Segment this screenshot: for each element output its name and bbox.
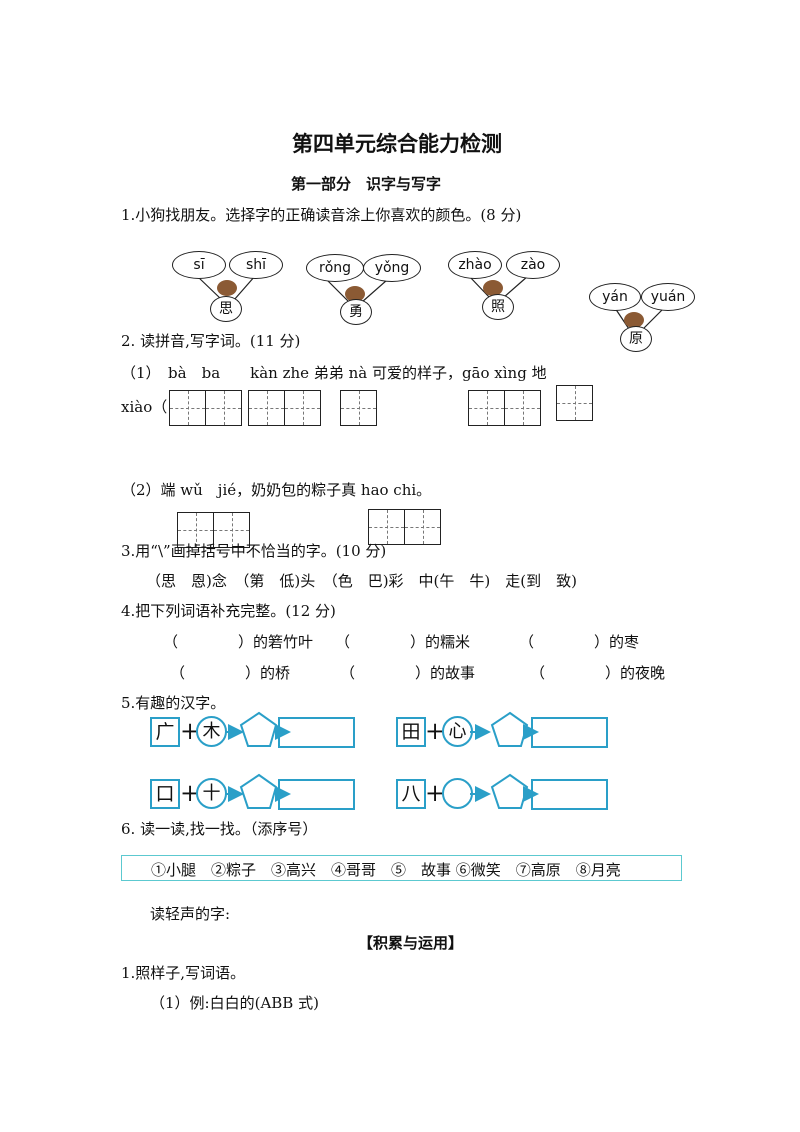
q5-char-circle[interactable] xyxy=(442,778,473,809)
page-title: 第四单元综合能力检测 xyxy=(292,132,502,156)
part-heading: 第一部分 识字与写字 xyxy=(291,175,442,193)
q4-blank[interactable]: （ ）的糯米 xyxy=(335,633,471,651)
q4-text: 4.把下列词语补充完整。(12 分) xyxy=(121,602,336,620)
q1-char: 原 xyxy=(620,326,652,352)
q3-options: （思 恩)念 （第 低)头 （色 巴)彩 中(午 牛) 走(到 致) xyxy=(146,572,577,590)
q5-answer-box[interactable] xyxy=(531,779,608,810)
plus-sign: + xyxy=(180,717,201,745)
plus-sign: + xyxy=(425,779,446,807)
q5-char-box: 田 xyxy=(396,717,426,747)
q4-blank[interactable]: （ ）的枣 xyxy=(519,633,640,651)
q5-char-circle: 十 xyxy=(196,778,227,809)
q5-answer-box[interactable] xyxy=(531,717,608,748)
writing-grid[interactable] xyxy=(556,385,593,421)
writing-grid[interactable] xyxy=(468,390,541,426)
writing-grid[interactable] xyxy=(368,509,441,545)
q6-prompt: 读轻声的字: xyxy=(150,905,231,923)
writing-grid[interactable] xyxy=(340,390,377,426)
q5-char-circle: 心 xyxy=(442,716,473,747)
q1-pinyin-option[interactable]: yuán xyxy=(641,283,695,311)
q5-char-box: 口 xyxy=(150,779,180,809)
q3-text: 3.用“\”画掉括号中不恰当的字。(10 分) xyxy=(121,542,387,560)
q5-char-circle: 木 xyxy=(196,716,227,747)
q1-pinyin-option[interactable]: rǒng xyxy=(306,254,364,282)
q1-pinyin-option[interactable]: yǒng xyxy=(363,254,421,282)
q4-blank[interactable]: （ ）的夜晚 xyxy=(530,664,666,682)
section-heading: 【积累与运用】 xyxy=(358,934,464,952)
q5-char-box: 广 xyxy=(150,717,180,747)
q1-pinyin-option[interactable]: zhào xyxy=(448,251,502,279)
q1-char: 照 xyxy=(482,294,514,320)
writing-grid[interactable] xyxy=(169,390,242,426)
q1-connectors xyxy=(196,275,665,330)
q1-pinyin-option[interactable]: zào xyxy=(506,251,560,279)
q2-line2: xiào（ xyxy=(121,398,168,416)
plus-sign: + xyxy=(180,779,201,807)
q1-pinyin-option[interactable]: shī xyxy=(229,251,283,279)
q4-blank[interactable]: （ ）的故事 xyxy=(340,664,476,682)
writing-grid[interactable] xyxy=(177,512,250,548)
q6-word-box xyxy=(121,855,682,881)
q5-answer-box[interactable] xyxy=(278,779,355,810)
q5-text: 5.有趣的汉字。 xyxy=(121,694,226,712)
p2-q1-text: 1.照样子,写词语。 xyxy=(121,964,246,982)
q4-blank[interactable]: （ ）的箬竹叶 xyxy=(163,633,314,651)
q4-blank[interactable]: （ ）的桥 xyxy=(170,664,291,682)
q6-text: 6. 读一读,找一找。（添序号） xyxy=(121,820,318,838)
q6-word-list: ①小腿 ②粽子 ③高兴 ④哥哥 ⑤ 故事 ⑥微笑 ⑦高原 ⑧月亮 xyxy=(151,861,621,879)
q2-line1: （1） bà ba kàn zhe 弟弟 nà 可爱的样子，gāo xìng 地 xyxy=(121,364,547,382)
q5-char-box: 八 xyxy=(396,779,426,809)
p2-q1-example: （1）例:白白的(ABB 式) xyxy=(150,994,319,1012)
q2-text: 2. 读拼音,写字词。(11 分) xyxy=(121,332,301,350)
q5-answer-box[interactable] xyxy=(278,717,355,748)
q1-pinyin-option[interactable]: yán xyxy=(589,283,641,311)
q1-text: 1.小狗找朋友。选择字的正确读音涂上你喜欢的颜色。(8 分) xyxy=(121,206,522,224)
writing-grid[interactable] xyxy=(248,390,321,426)
q1-char: 思 xyxy=(210,296,242,322)
q2-line3: （2）端 wǔ jié，奶奶包的粽子真 hao chi。 xyxy=(121,481,432,499)
q1-pinyin-option[interactable]: sī xyxy=(172,251,226,279)
plus-sign: + xyxy=(425,717,446,745)
q1-char: 勇 xyxy=(340,299,372,325)
